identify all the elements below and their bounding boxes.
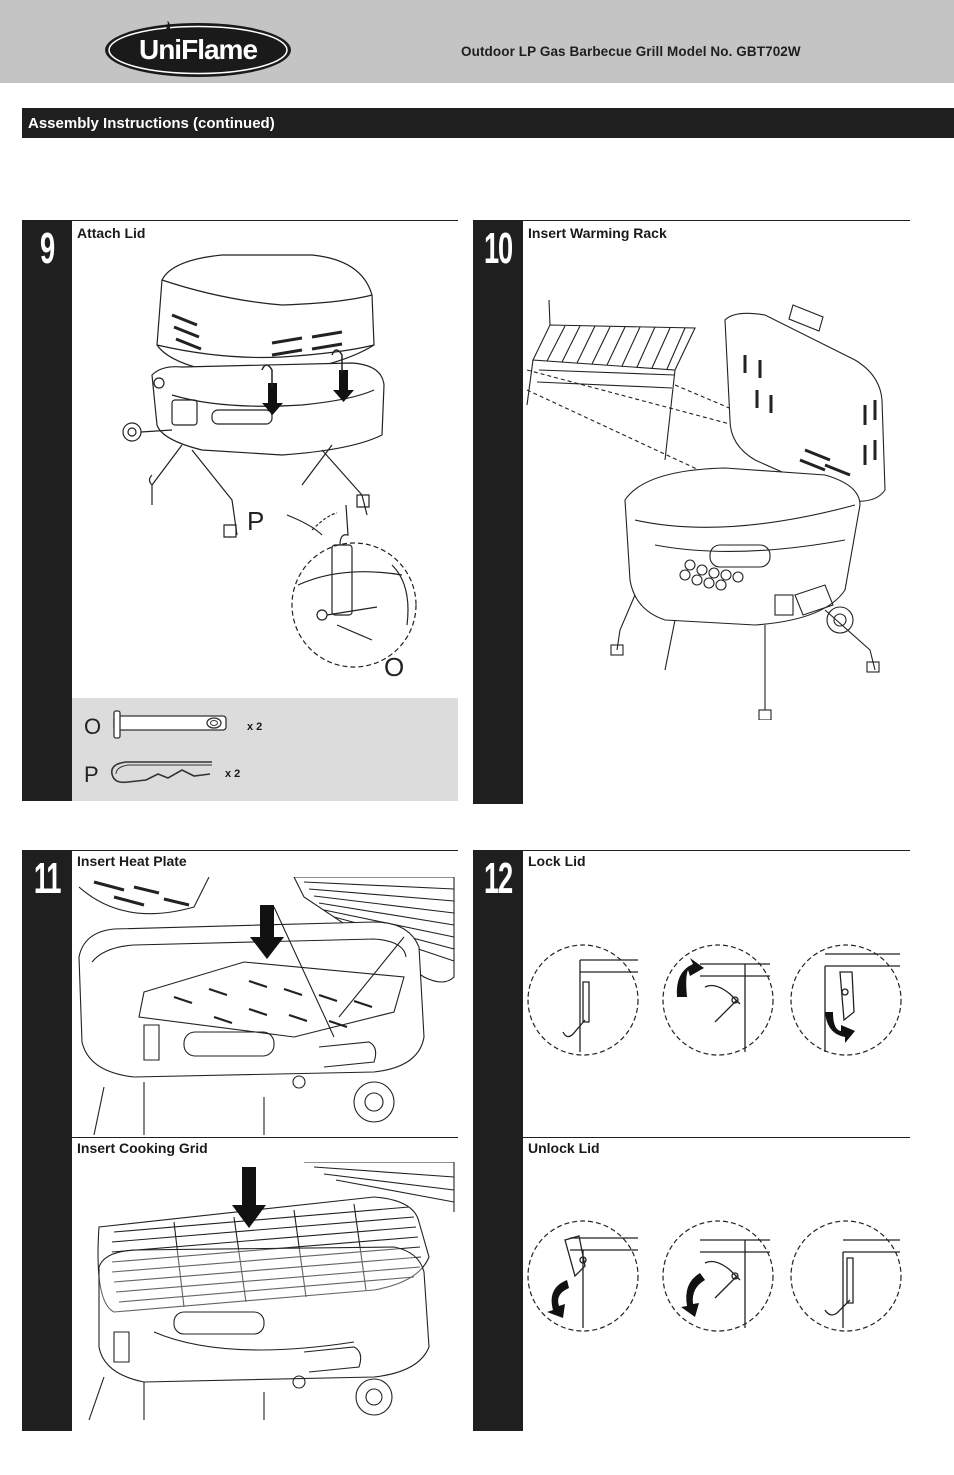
hardware-panel: O x 2 P x 2 bbox=[72, 698, 458, 801]
hitch-pin-icon bbox=[110, 761, 212, 784]
step-label: Attach Lid bbox=[77, 225, 146, 241]
hardware-letter-o: O bbox=[84, 714, 102, 739]
hardware-letter-p: P bbox=[84, 762, 99, 787]
callout-p-label: P bbox=[247, 506, 264, 536]
step-number: 10 bbox=[484, 224, 513, 273]
unlock-lid-diagram bbox=[527, 1220, 902, 1332]
svg-text:UniFlame: UniFlame bbox=[139, 34, 257, 65]
clevis-pin-icon bbox=[113, 710, 227, 739]
step-sublabel: Unlock Lid bbox=[528, 1140, 600, 1156]
hardware-qty-o: x 2 bbox=[247, 721, 263, 733]
step-number-bar bbox=[473, 850, 523, 1431]
attach-lid-illustration: P O bbox=[122, 254, 417, 682]
cooking-grid-illustration bbox=[88, 1162, 455, 1420]
step-sublabel: Insert Cooking Grid bbox=[77, 1140, 208, 1156]
hardware-qty-p: x 2 bbox=[225, 768, 241, 780]
lock-lid-diagram bbox=[527, 944, 902, 1056]
step-label: Insert Heat Plate bbox=[77, 853, 187, 869]
step-label: Lock Lid bbox=[528, 853, 586, 869]
step-number: 12 bbox=[484, 854, 513, 903]
step-9: 9 Attach Lid bbox=[22, 220, 458, 801]
document-title: Outdoor LP Gas Barbecue Grill Model No. … bbox=[461, 44, 801, 59]
uniflame-logo: UniFlame bbox=[105, 21, 291, 77]
section-title: Assembly Instructions (continued) bbox=[28, 115, 275, 132]
heat-plate-illustration bbox=[78, 877, 455, 1135]
warming-rack-illustration bbox=[526, 299, 886, 720]
step-number-bar bbox=[22, 220, 72, 801]
section-heading-bar: Assembly Instructions (continued) bbox=[22, 108, 954, 138]
step-11: 11 Insert Heat Plate I bbox=[22, 850, 458, 1431]
step-12: 12 Lock Lid Unlock Lid bbox=[473, 850, 910, 1431]
callout-o-label: O bbox=[384, 652, 404, 682]
page-header: UniFlame Outdoor LP Gas Barbecue Grill M… bbox=[0, 0, 954, 83]
step-number-bar bbox=[22, 850, 72, 1431]
step-number: 9 bbox=[40, 224, 55, 273]
step-10: 10 Insert Warming Rack bbox=[473, 220, 910, 804]
step-number-bar bbox=[473, 220, 523, 804]
step-label: Insert Warming Rack bbox=[528, 225, 667, 241]
step-number: 11 bbox=[33, 854, 62, 903]
